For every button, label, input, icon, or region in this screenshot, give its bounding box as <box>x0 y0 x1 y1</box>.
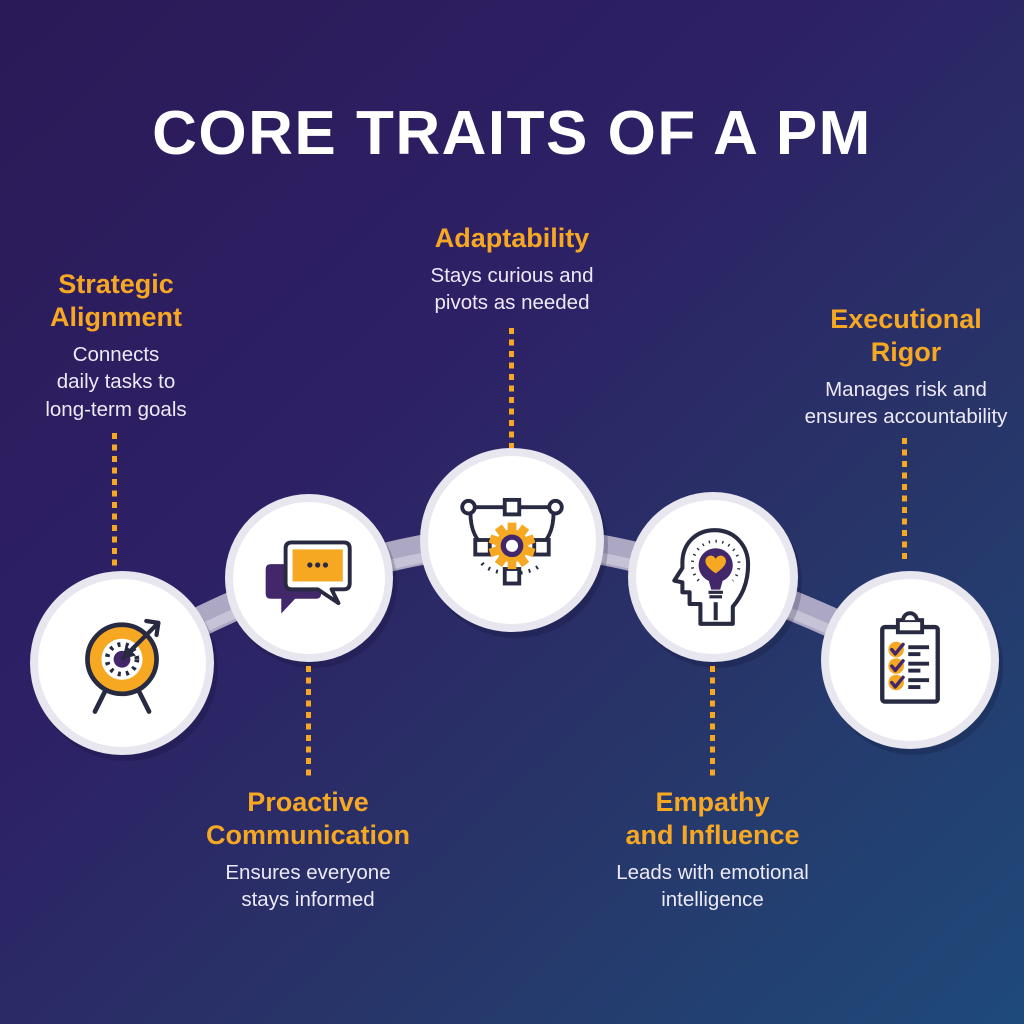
bezier-gear-icon <box>460 497 564 586</box>
trait-title: Empathy and Influence <box>625 787 800 850</box>
checklist-row <box>888 641 930 658</box>
dotted-connector-strategic <box>112 433 117 568</box>
checklist-row <box>888 658 930 674</box>
trait-description: Stays curious and pivots as needed <box>430 263 594 315</box>
clipboard-checklist-icon <box>880 611 940 704</box>
target-arrow-icon <box>85 618 161 714</box>
dotted-connector-communication <box>306 666 311 778</box>
page-title: CORE TRAITS OF A PM <box>152 99 872 168</box>
dotted-connector-adaptability <box>509 328 514 448</box>
dotted-connector-empathy <box>710 666 715 778</box>
trait-label-empathy-and-influence: Empathy and Influence Leads with emotion… <box>590 786 835 914</box>
head-lightbulb-icon <box>672 528 751 626</box>
heart-icon <box>705 555 726 574</box>
trait-title: Adaptability <box>434 223 590 253</box>
trait-title: Executional Rigor <box>830 304 982 367</box>
trait-title: Proactive Communication <box>205 787 410 850</box>
trait-description: Connects daily tasks to long-term goals <box>45 342 187 421</box>
trait-label-adaptability: Adaptability Stays curious and pivots as… <box>377 222 647 317</box>
trait-description: Ensures everyone stays informed <box>225 860 391 912</box>
trait-description: Manages risk and ensures accountability <box>804 377 1008 429</box>
trait-title: Strategic Alignment <box>50 269 182 332</box>
trait-label-executional-rigor: Executional Rigor Manages risk and ensur… <box>788 303 1024 431</box>
dotted-connector-executional <box>902 438 907 564</box>
trait-description: Leads with emotional intelligence <box>616 860 809 912</box>
checklist-row <box>888 674 930 691</box>
gear-icon <box>488 522 536 569</box>
chat-bubbles-icon <box>265 540 352 614</box>
trait-label-proactive-communication: Proactive Communication Ensures everyone… <box>185 786 431 914</box>
trait-label-strategic-alignment: Strategic Alignment Connects daily tasks… <box>0 268 232 423</box>
